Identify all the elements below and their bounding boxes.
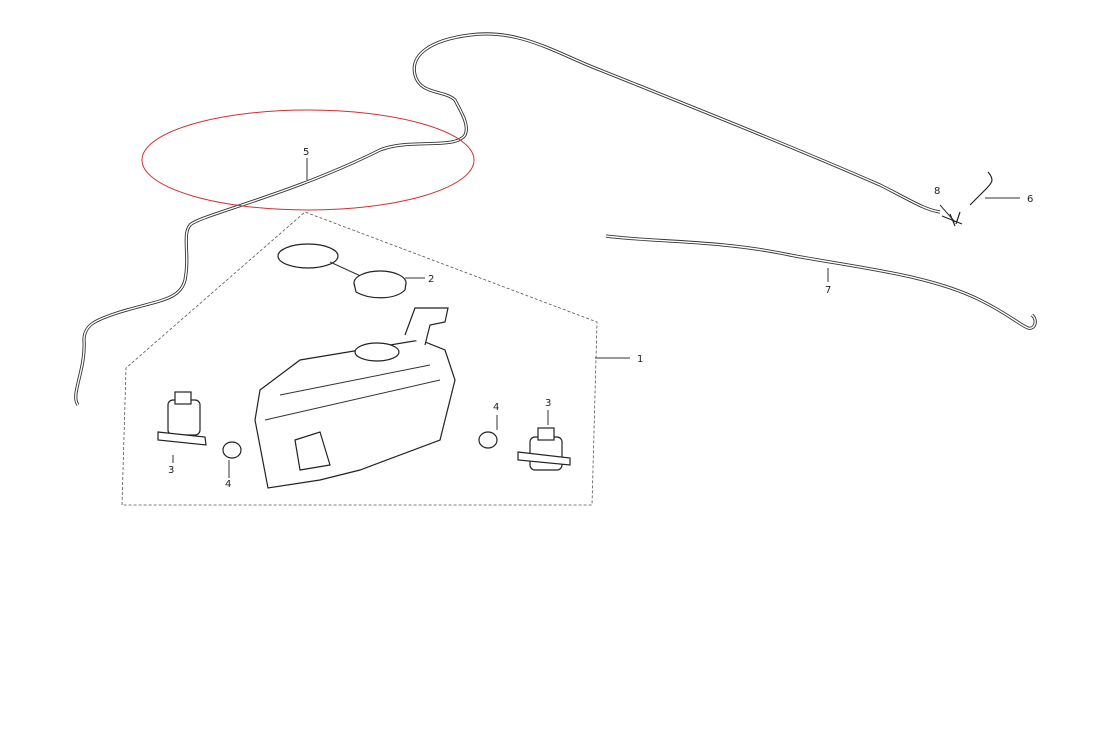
grommet-4-left [222,441,242,459]
callout-1: 1 [637,354,643,365]
washer-hose-7 [605,234,1037,330]
callout-8: 8 [934,186,940,197]
callout-4-right: 4 [493,402,499,413]
highlight-ellipse [141,109,475,211]
callout-3-right: 3 [545,398,551,409]
callout-5: 5 [303,147,309,158]
washer-pump-3-left [157,391,207,446]
t-connector-8 [939,204,963,227]
grommet-4-right [478,431,498,449]
callout-2: 2 [428,274,434,285]
hose-connector-6 [969,171,993,206]
reservoir-cap-2 [277,243,407,299]
callout-4-left: 4 [225,479,231,490]
callout-3-left: 3 [168,465,174,476]
washer-reservoir-1 [254,307,456,489]
callout-7: 7 [825,285,831,296]
washer-pump-3-right [517,427,571,471]
assembly-outline [121,211,598,506]
callout-6: 6 [1027,194,1033,205]
washer-hose-5 [74,32,941,406]
